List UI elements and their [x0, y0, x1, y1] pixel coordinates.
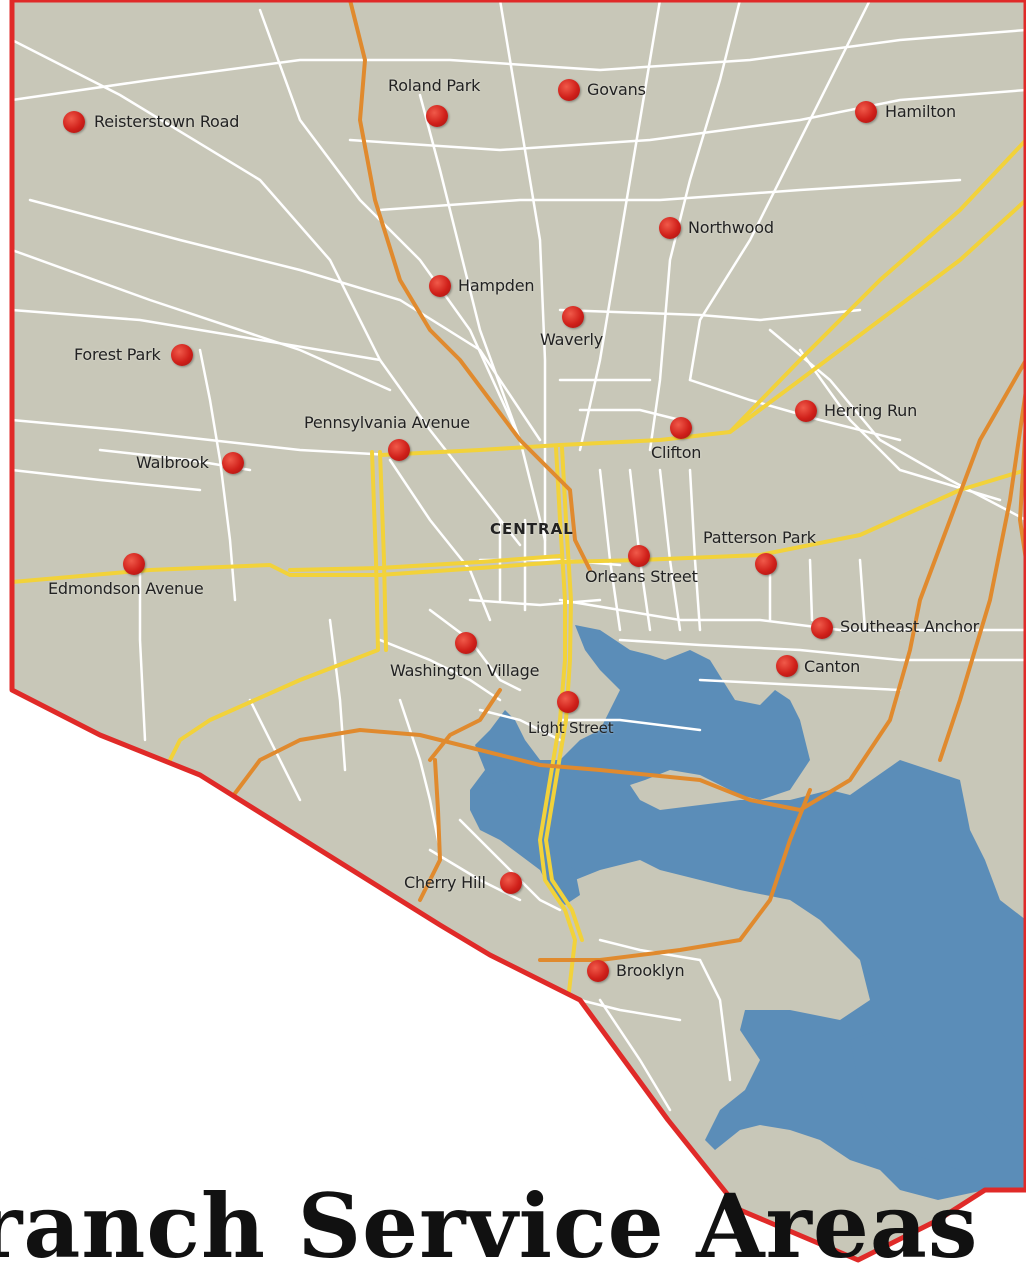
branch-label-washington-village[interactable]: Washington Village	[390, 661, 540, 680]
street-network	[12, 0, 1026, 1112]
branch-marker-clifton[interactable]	[670, 417, 692, 439]
central-label: CENTRAL	[490, 520, 574, 538]
branch-marker-herring-run[interactable]	[795, 400, 817, 422]
branch-marker-patterson-park[interactable]	[755, 553, 777, 575]
branch-label-clifton[interactable]: Clifton	[651, 443, 702, 462]
branch-marker-canton[interactable]	[776, 655, 798, 677]
branch-marker-light-street[interactable]	[557, 691, 579, 713]
branch-label-forest-park[interactable]: Forest Park	[74, 345, 161, 364]
branch-marker-orleans-street[interactable]	[628, 545, 650, 567]
branch-label-patterson-park[interactable]: Patterson Park	[703, 528, 816, 547]
branch-label-cherry-hill[interactable]: Cherry Hill	[404, 873, 486, 892]
branch-marker-govans[interactable]	[558, 79, 580, 101]
branch-label-southeast-anchor[interactable]: Southeast Anchor	[840, 617, 980, 636]
city-land	[12, 0, 1026, 1260]
branch-label-govans[interactable]: Govans	[587, 80, 646, 99]
branch-label-hampden[interactable]: Hampden	[458, 276, 535, 295]
branch-label-brooklyn[interactable]: Brooklyn	[616, 961, 685, 980]
branch-marker-reisterstown-road[interactable]	[63, 111, 85, 133]
branch-marker-roland-park[interactable]	[426, 105, 448, 127]
branch-marker-edmondson-avenue[interactable]	[123, 553, 145, 575]
branch-label-orleans-street[interactable]: Orleans Street	[585, 567, 698, 586]
branch-marker-hamilton[interactable]	[855, 101, 877, 123]
branch-label-edmondson-avenue[interactable]: Edmondson Avenue	[48, 579, 204, 598]
branch-marker-washington-village[interactable]	[455, 632, 477, 654]
branch-marker-walbrook[interactable]	[222, 452, 244, 474]
branch-marker-waverly[interactable]	[562, 306, 584, 328]
branch-label-herring-run[interactable]: Herring Run	[824, 401, 918, 420]
orange-highways	[228, 0, 1026, 962]
branch-label-reisterstown-road[interactable]: Reisterstown Road	[94, 112, 240, 131]
yellow-highways	[12, 138, 1026, 1002]
branch-label-pennsylvania-avenue[interactable]: Pennsylvania Avenue	[304, 413, 470, 432]
branch-label-walbrook[interactable]: Walbrook	[136, 453, 209, 472]
page-title: ranch Service Areas	[0, 1174, 979, 1278]
branch-label-northwood[interactable]: Northwood	[688, 218, 774, 237]
branch-label-waverly[interactable]: Waverly	[540, 330, 604, 349]
branch-label-hamilton[interactable]: Hamilton	[885, 102, 956, 121]
branch-marker-cherry-hill[interactable]	[500, 872, 522, 894]
branch-marker-brooklyn[interactable]	[587, 960, 609, 982]
branch-marker-hampden[interactable]	[429, 275, 451, 297]
branch-marker-forest-park[interactable]	[171, 344, 193, 366]
branch-label-roland-park[interactable]: Roland Park	[388, 76, 481, 95]
lower-bay-water	[850, 1030, 1026, 1190]
branch-label-canton[interactable]: Canton	[804, 657, 861, 676]
branch-marker-pennsylvania-avenue[interactable]	[388, 439, 410, 461]
city-boundary	[9, 0, 1026, 1263]
branch-marker-southeast-anchor[interactable]	[811, 617, 833, 639]
branch-marker-northwood[interactable]	[659, 217, 681, 239]
branch-label-light-street[interactable]: Light Street	[528, 719, 614, 737]
